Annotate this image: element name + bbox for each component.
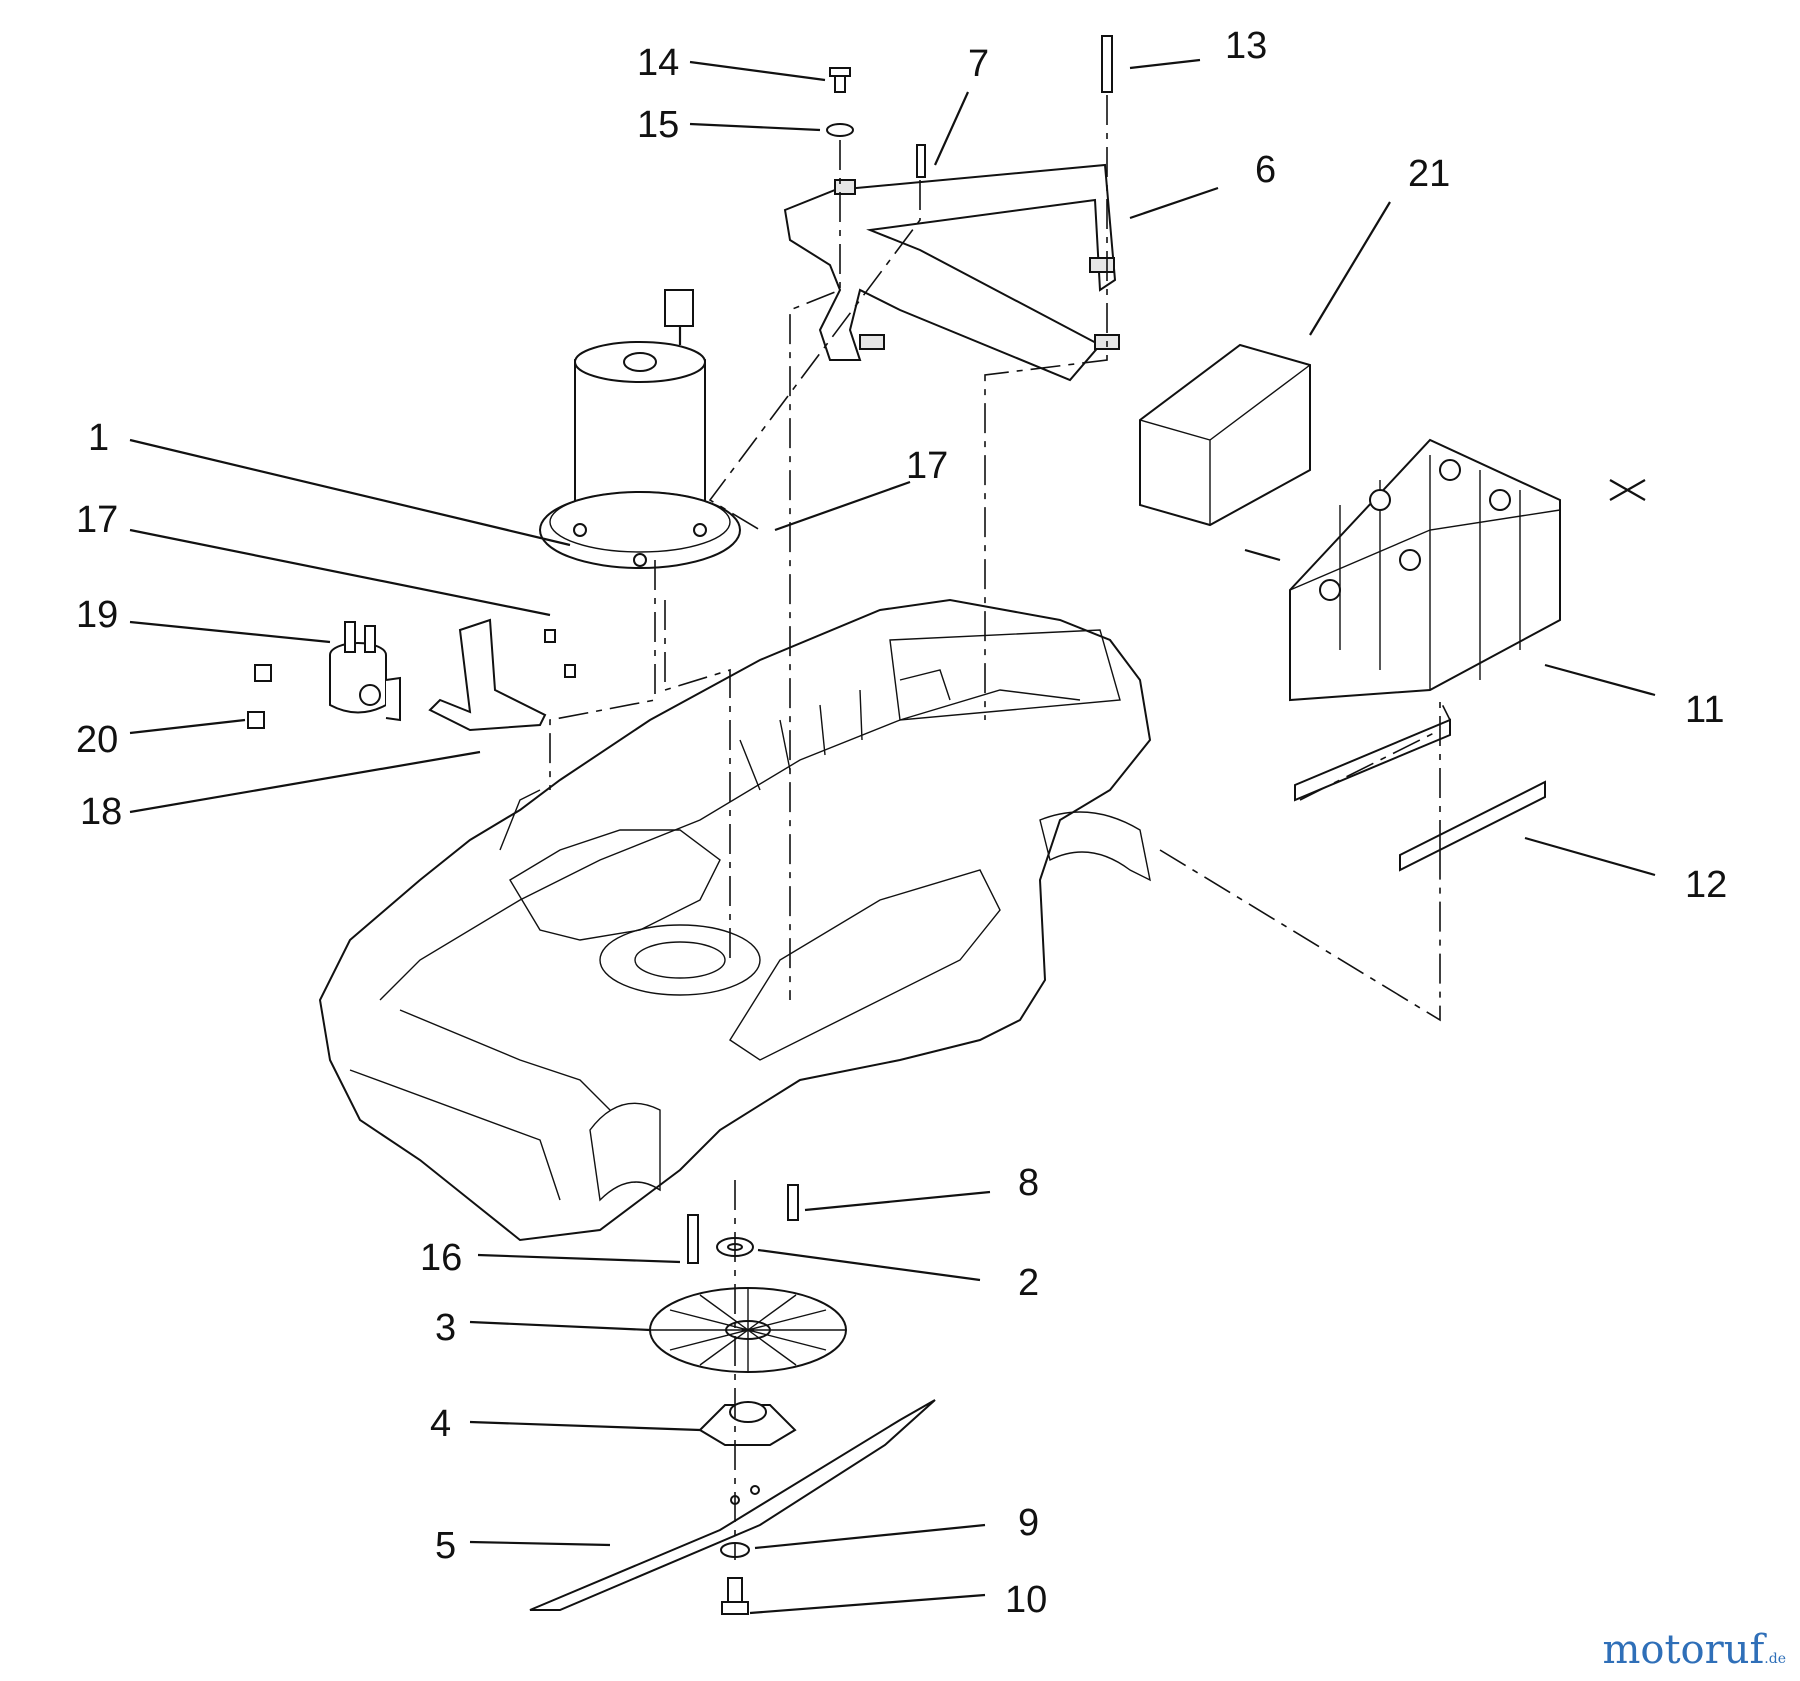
hub-4 (698, 1401, 797, 1446)
solenoid (247, 621, 401, 729)
fan-disc-3 (649, 1287, 847, 1373)
watermark-logo: motoruf.de (1602, 1627, 1786, 1673)
battery-pack (1244, 438, 1646, 702)
callout-15: 15 (637, 104, 679, 146)
mount-plate (428, 618, 576, 732)
screw-8 (787, 1184, 799, 1221)
bolt-10 (721, 1577, 749, 1615)
callout-labels: 14 15 7 13 6 21 1 17 17 19 20 18 11 12 8… (76, 25, 1727, 1621)
callout-18: 18 (80, 791, 122, 833)
watermark-main: motoruf (1602, 1627, 1765, 1673)
callout-20: 20 (76, 719, 118, 761)
callout-17-solenoid-nut: 17 (76, 499, 118, 541)
foam-block (1139, 343, 1311, 527)
callout-4: 4 (430, 1403, 451, 1445)
callout-8: 8 (1018, 1162, 1039, 1204)
assembly-lines (549, 95, 1451, 1560)
mower-housing (318, 598, 1152, 1242)
watermark-suffix: .de (1764, 1651, 1786, 1667)
callout-3: 3 (435, 1307, 456, 1349)
callout-21: 21 (1408, 153, 1450, 195)
callout-17-motor-nut: 17 (906, 445, 948, 487)
motor (539, 289, 741, 569)
callout-10: 10 (1005, 1579, 1047, 1621)
callout-14: 14 (637, 42, 679, 84)
callout-1: 1 (88, 417, 109, 459)
callout-5: 5 (435, 1525, 456, 1567)
callout-12: 12 (1685, 864, 1727, 906)
screw-14 (829, 67, 851, 93)
strip-upper (1294, 718, 1451, 802)
bracket (783, 163, 1120, 382)
callout-7: 7 (968, 43, 989, 85)
callout-19: 19 (76, 594, 118, 636)
callout-11: 11 (1685, 689, 1724, 731)
leader-lines (129, 58, 1656, 1615)
callout-9: 9 (1018, 1502, 1039, 1544)
screw-7 (916, 144, 926, 178)
strip-lower (1399, 780, 1546, 872)
callout-13: 13 (1225, 25, 1267, 67)
screw-16 (687, 1214, 699, 1264)
bolt-13 (1101, 35, 1113, 93)
callout-6: 6 (1255, 149, 1276, 191)
callout-16: 16 (420, 1237, 462, 1279)
washer-15 (826, 123, 854, 137)
callout-2: 2 (1018, 1262, 1039, 1304)
